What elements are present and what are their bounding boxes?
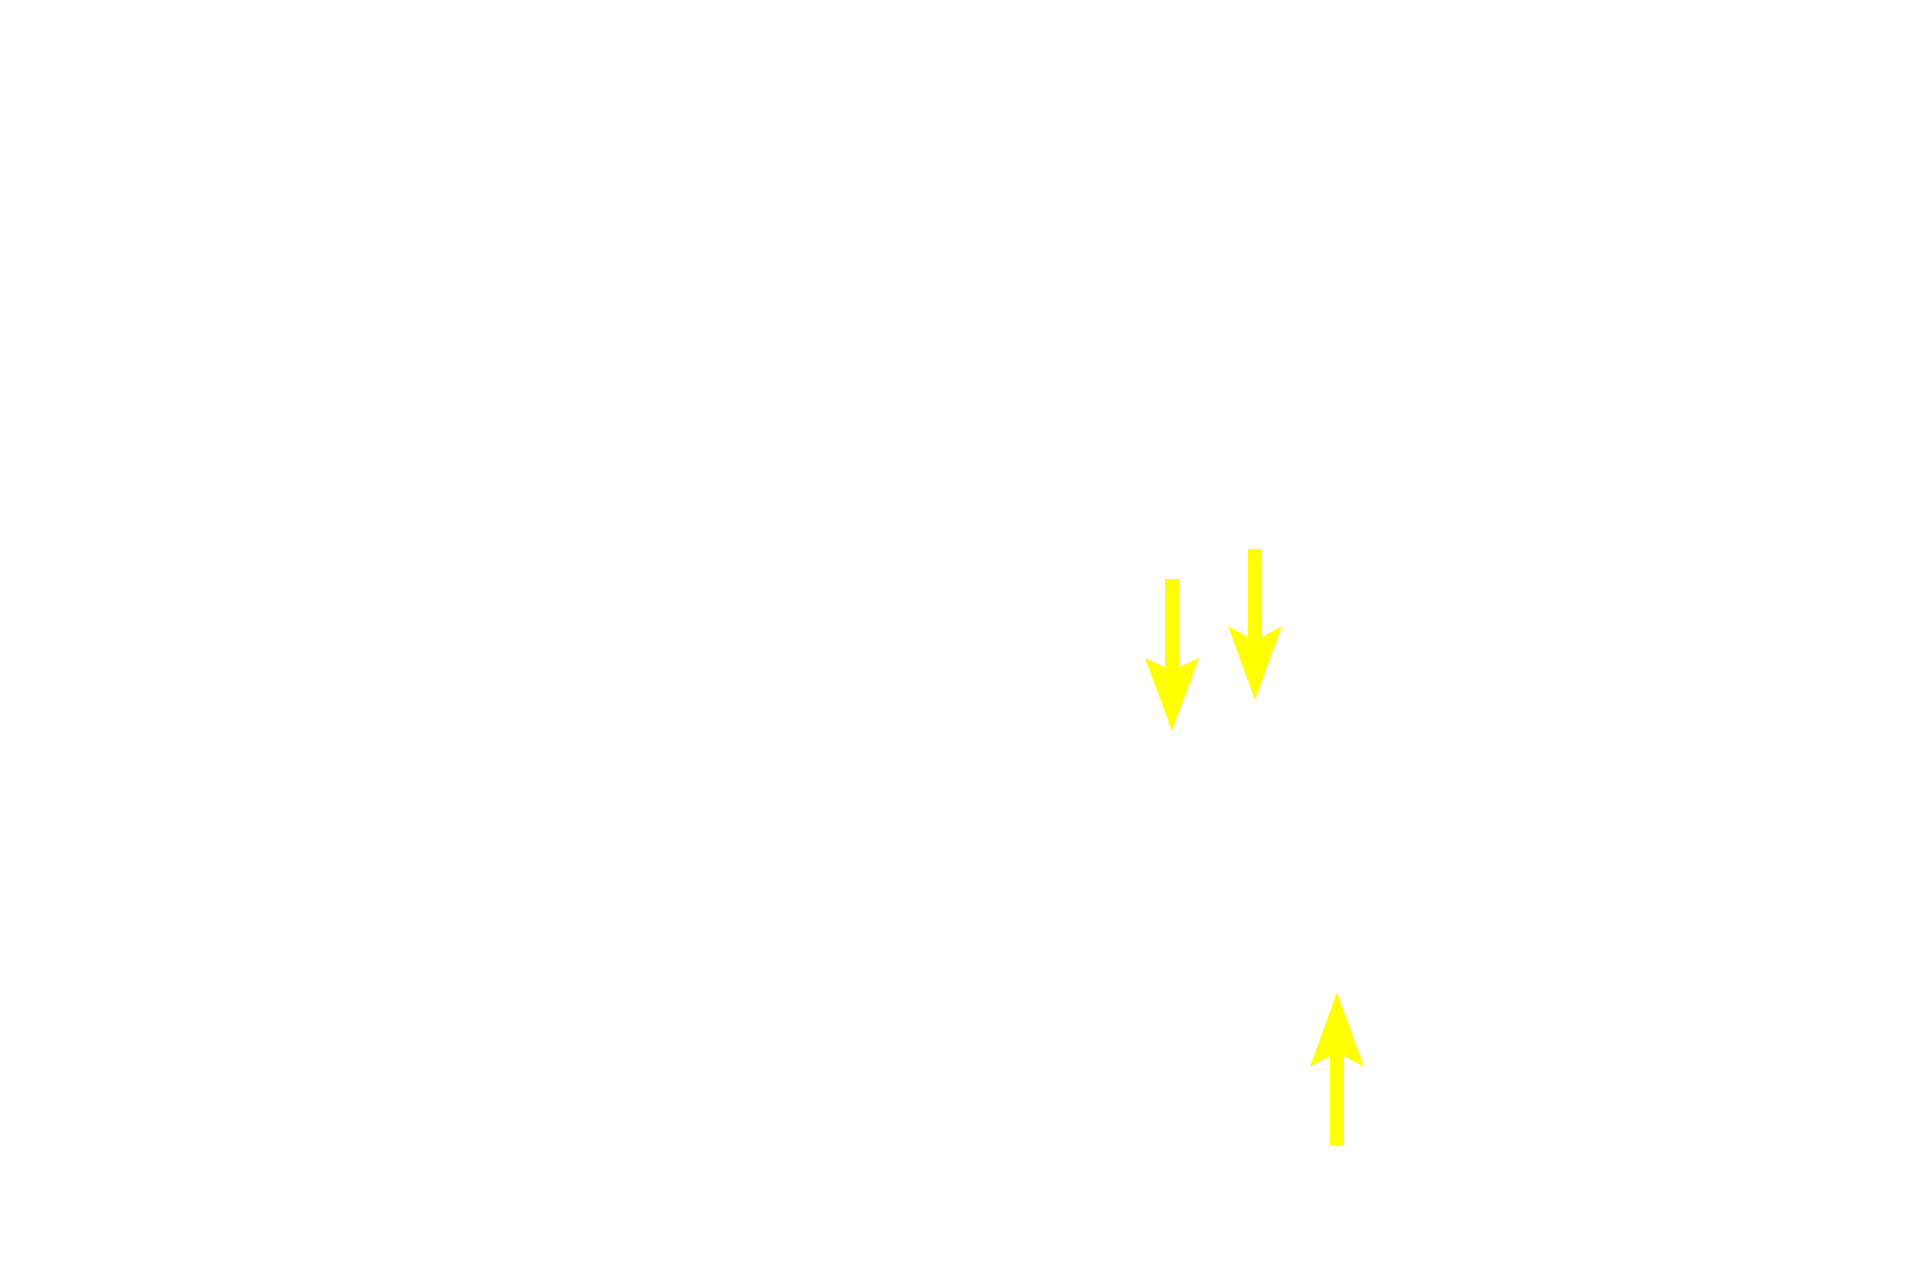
arrow-down-icon bbox=[1145, 579, 1199, 731]
arrow-up-icon bbox=[1310, 992, 1364, 1145]
arrow-down-icon bbox=[1228, 549, 1282, 700]
